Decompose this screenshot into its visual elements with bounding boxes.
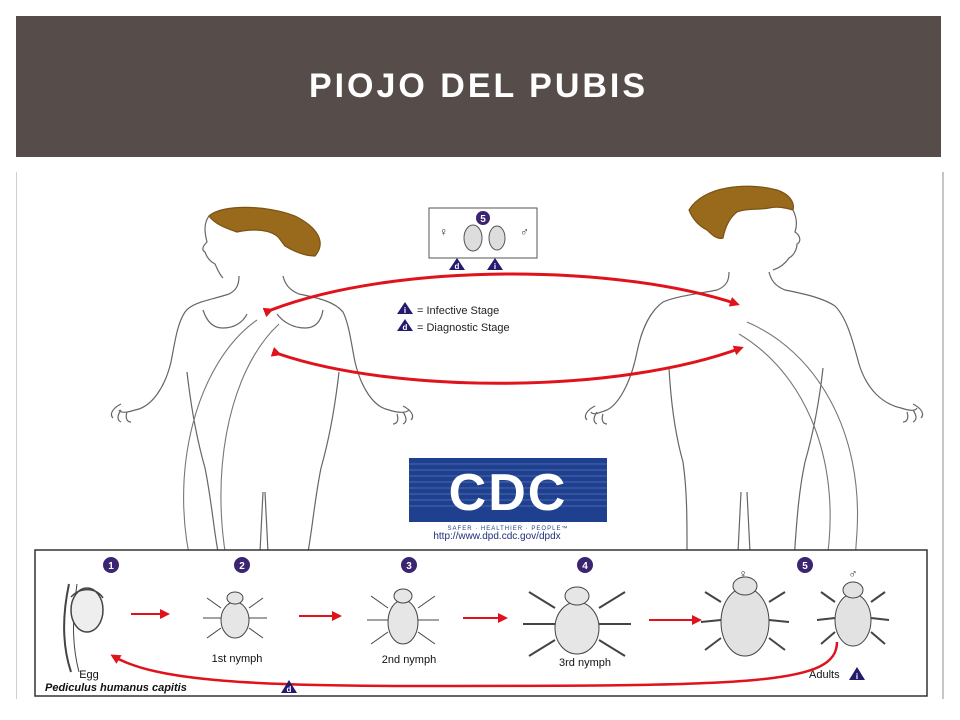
adult-stage-box: 5 ♀ ♂ (428, 207, 538, 259)
adult-male-illustration: ♂ (816, 567, 890, 647)
infective-key-letter: i (404, 306, 406, 315)
species-diagnostic-icon (281, 680, 297, 693)
female-hair (208, 206, 321, 257)
stage-label-egg: Egg (79, 669, 99, 681)
transmission-arrow-top (262, 272, 740, 318)
cdc-logo: CDC SAFER · HEALTHIER · PEOPLE™ http://w… (409, 458, 607, 542)
diagnostic-key-icon (397, 319, 413, 331)
stage-label-adults: Adults (809, 669, 840, 681)
species-badge-letter: d (287, 685, 292, 694)
slide-title: PIOJO DEL PUBIS (308, 67, 649, 105)
diagnostic-stage-label: = Diagnostic Stage (417, 322, 510, 334)
cdc-logo-text: CDC (449, 464, 568, 522)
adult-stage-badges: d i (449, 258, 503, 271)
stage-number-2: 2 (239, 561, 245, 572)
adult-female-symbol: ♀ (739, 567, 748, 581)
stage-five-badge (476, 211, 490, 225)
transmission-arrow-bottom (270, 345, 744, 385)
infective-key-icon (397, 302, 413, 314)
life-cycle-diagram: 5 ♀ ♂ d i i = Infective Stage d = Diagno… (34, 185, 928, 697)
female-symbol: ♀ (439, 225, 448, 239)
male-hair (688, 185, 794, 239)
stage-number-3: 3 (406, 561, 412, 572)
infective-stage-label: = Infective Stage (417, 305, 499, 317)
adult-female-illustration: ♀ (700, 567, 790, 657)
stage-badge-1 (103, 557, 119, 573)
arrow-adult-to-egg (110, 641, 839, 688)
cdc-url: http://www.dpd.cdc.gov/dpdx (433, 531, 560, 542)
egg-illustration (63, 583, 104, 673)
stage-badge-5 (797, 557, 813, 573)
stage-label-third-nymph: 3rd nymph (559, 657, 611, 669)
male-symbol: ♂ (520, 225, 529, 239)
second-nymph-illustration (367, 588, 439, 645)
male-louse-icon (488, 225, 506, 251)
stage-label-second-nymph: 2nd nymph (382, 654, 436, 666)
first-nymph-illustration (203, 591, 267, 639)
stage-key: i = Infective Stage d = Diagnostic Stage (397, 302, 510, 334)
species-name: Pediculus humanus capitis (45, 682, 187, 694)
stage-badges: 1 2 3 4 5 (103, 557, 813, 573)
life-cycle-box (34, 549, 928, 697)
adults-infective-icon (849, 667, 865, 680)
transmission-arrows (262, 272, 744, 385)
adult-male-symbol: ♂ (849, 567, 858, 581)
stage-number-1: 1 (108, 561, 114, 572)
diagnostic-key-letter: d (403, 323, 408, 332)
life-cycle-figure: 5 ♀ ♂ d i i = Infective Stage d = Diagno… (16, 172, 944, 699)
female-figure (110, 206, 414, 685)
stage-arrows (110, 609, 839, 688)
third-nymph-illustration (523, 586, 631, 657)
diagnostic-triangle-icon (449, 258, 465, 270)
stage-five-number: 5 (480, 214, 486, 225)
female-louse-icon (463, 224, 483, 252)
adults-badge-letter: i (856, 672, 858, 681)
diagnostic-badge-letter: d (455, 262, 460, 271)
stage-number-4: 4 (582, 561, 588, 572)
infective-badge-letter: i (494, 262, 496, 271)
stage-label-first-nymph: 1st nymph (212, 653, 263, 665)
stage-badge-3 (401, 557, 417, 573)
cdc-tagline: SAFER · HEALTHIER · PEOPLE™ (448, 525, 569, 532)
title-bar: PIOJO DEL PUBIS (16, 16, 941, 157)
stage-badge-4 (577, 557, 593, 573)
infective-triangle-icon (487, 258, 503, 270)
stage-badge-2 (234, 557, 250, 573)
stage-number-5: 5 (802, 561, 808, 572)
